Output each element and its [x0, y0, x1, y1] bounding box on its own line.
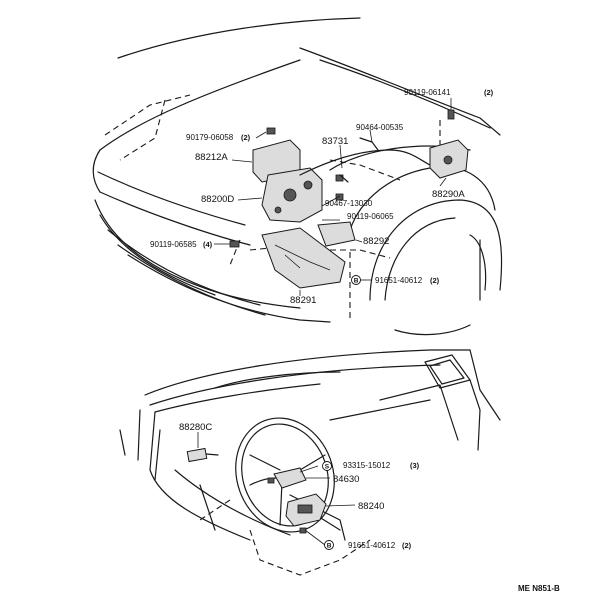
cruise-switch-assembly: [186, 447, 327, 534]
qty-90119-06585: (4): [203, 240, 213, 249]
qty-93315-15012: (3): [410, 461, 420, 470]
label-90119-06065: 90119-06065: [347, 212, 394, 221]
label-88212A: 88212A: [195, 152, 228, 163]
circle-b-top: [351, 275, 361, 285]
label-84630: 84630: [333, 474, 359, 485]
part-labels: 90119-06141 (2) 90179-06058 (2) 90464-00…: [150, 88, 560, 593]
circle-b-bottom-letter: B: [327, 543, 332, 550]
diagram-code: ME N851-B: [518, 584, 560, 593]
leader-lines-top: [214, 98, 452, 296]
label-90467-13030: 90467-13030: [325, 199, 373, 208]
label-88200D: 88200D: [201, 194, 234, 205]
qty-91651-40612-top: (2): [430, 276, 440, 285]
circle-b-top-letter: B: [354, 278, 359, 285]
label-90179-06058: 90179-06058: [186, 133, 234, 142]
label-88290A: 88290A: [432, 189, 465, 200]
cruise-actuator-assembly: [229, 109, 469, 289]
circle-s-letter: S: [325, 464, 330, 471]
label-88291: 88291: [290, 295, 316, 306]
circle-b-bottom: [324, 540, 334, 550]
label-88280C: 88280C: [179, 422, 212, 433]
label-93315-15012: 93315-15012: [343, 461, 391, 470]
label-88240: 88240: [358, 501, 384, 512]
circle-s: [322, 461, 332, 471]
label-83731: 83731: [322, 136, 348, 147]
qty-90179-06058: (2): [241, 133, 251, 142]
label-91651-40612-top: 91651-40612: [375, 276, 423, 285]
qty-90119-06141: (2): [484, 88, 494, 97]
label-88292: 88292: [363, 236, 389, 247]
label-90119-06141: 90119-06141: [404, 88, 451, 97]
label-90464-00535: 90464-00535: [356, 123, 404, 132]
label-91651-40612-bottom: 91651-40612: [348, 541, 396, 550]
leader-lines-bottom: [197, 432, 356, 546]
dashboard-outline: [119, 349, 501, 576]
label-90119-06585: 90119-06585: [150, 240, 197, 249]
qty-91651-40612-bottom: (2): [402, 541, 412, 550]
